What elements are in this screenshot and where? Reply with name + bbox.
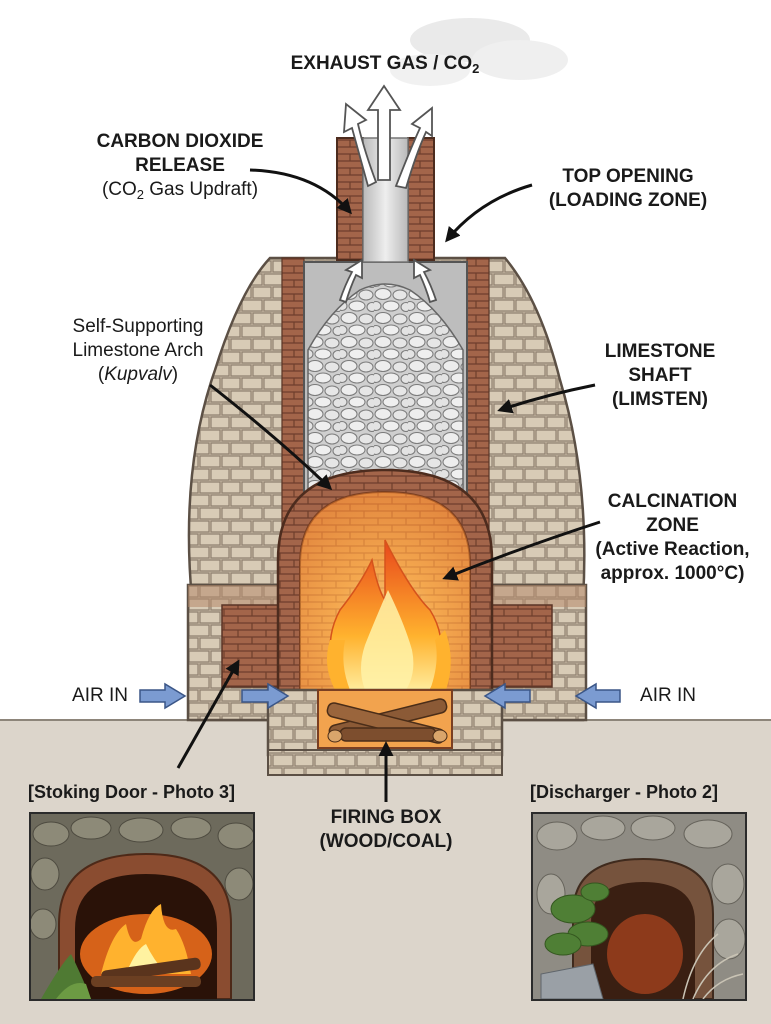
smoke-plume xyxy=(390,18,568,86)
calcination-label: CALCINATION ZONE (Active Reaction, appro… xyxy=(580,490,765,586)
arrow-stoking-door xyxy=(176,659,240,769)
callout-arrows xyxy=(176,168,601,802)
air-in-left-label: AIR IN xyxy=(60,684,140,708)
top-opening-line1: TOP OPENING xyxy=(562,166,694,187)
co2-release-line3-post: Gas Updraft) xyxy=(144,179,259,200)
calcination-line1: CALCINATION xyxy=(607,491,738,512)
air-in-arrows xyxy=(139,682,621,710)
gas-updraft-arrows xyxy=(338,258,438,304)
exhaust-gas-subscript: 2 xyxy=(472,61,480,76)
co2-release-line1: CARBON DIOXIDE xyxy=(96,131,264,152)
shaft-line2: SHAFT xyxy=(628,365,692,386)
firing-box-label: FIRING BOX (WOOD/COAL) xyxy=(300,806,472,854)
arch-line2: Limestone Arch xyxy=(72,340,204,361)
top-opening-label: TOP OPENING (LOADING ZONE) xyxy=(528,165,728,213)
firing-box-line2: (WOOD/COAL) xyxy=(319,831,453,852)
fire-flames xyxy=(326,539,451,701)
limestone-charge xyxy=(307,283,464,501)
arch-label: Self-Supporting Limestone Arch (Kupvalv) xyxy=(38,315,238,387)
arch-line1: Self-Supporting xyxy=(72,316,204,337)
arrow-top-opening xyxy=(445,183,533,243)
discharger-caption: [Discharger - Photo 2] xyxy=(530,782,719,802)
arrow-calcination xyxy=(442,520,601,581)
discharger-photo xyxy=(531,812,747,1001)
stoking-door-photo xyxy=(29,812,255,1001)
arch-line3-em: Kupvalv xyxy=(104,364,172,385)
shaft-line1: LIMESTONE xyxy=(604,341,716,362)
firing-box-line1: FIRING BOX xyxy=(330,807,442,828)
co2-release-label: CARBON DIOXIDE RELEASE (CO2 Gas Updraft) xyxy=(70,130,290,207)
shaft-label: LIMESTONE SHAFT (LIMSTEN) xyxy=(575,340,745,412)
exhaust-arrows xyxy=(342,84,433,190)
arch-line3-post: ) xyxy=(171,364,179,385)
arrow-co2-release xyxy=(249,168,352,215)
co2-release-line3-pre: (CO xyxy=(101,179,137,200)
calcination-line2: ZONE xyxy=(646,515,699,536)
co2-release-line2: RELEASE xyxy=(135,155,225,176)
arrow-shaft xyxy=(497,383,596,414)
co2-release-line3-sub: 2 xyxy=(136,187,144,202)
air-in-right-label: AIR IN xyxy=(628,684,708,708)
calcination-line3: (Active Reaction, xyxy=(595,539,750,560)
arrow-arch xyxy=(209,383,333,491)
calcination-line4: approx. 1000°C) xyxy=(600,563,745,584)
exhaust-gas-text: EXHAUST GAS / CO xyxy=(290,53,473,74)
air-in-left-text: AIR IN xyxy=(72,685,128,706)
arch-line3-pre: ( xyxy=(97,364,105,385)
shaft-line3: (LIMSTEN) xyxy=(611,389,709,410)
exhaust-gas-label: EXHAUST GAS / CO2 xyxy=(255,52,515,81)
stoking-door-caption: [Stoking Door - Photo 3] xyxy=(28,782,235,802)
air-in-right-text: AIR IN xyxy=(640,685,696,706)
firewood-logs xyxy=(326,698,448,744)
top-opening-line2: (LOADING ZONE) xyxy=(548,190,708,211)
